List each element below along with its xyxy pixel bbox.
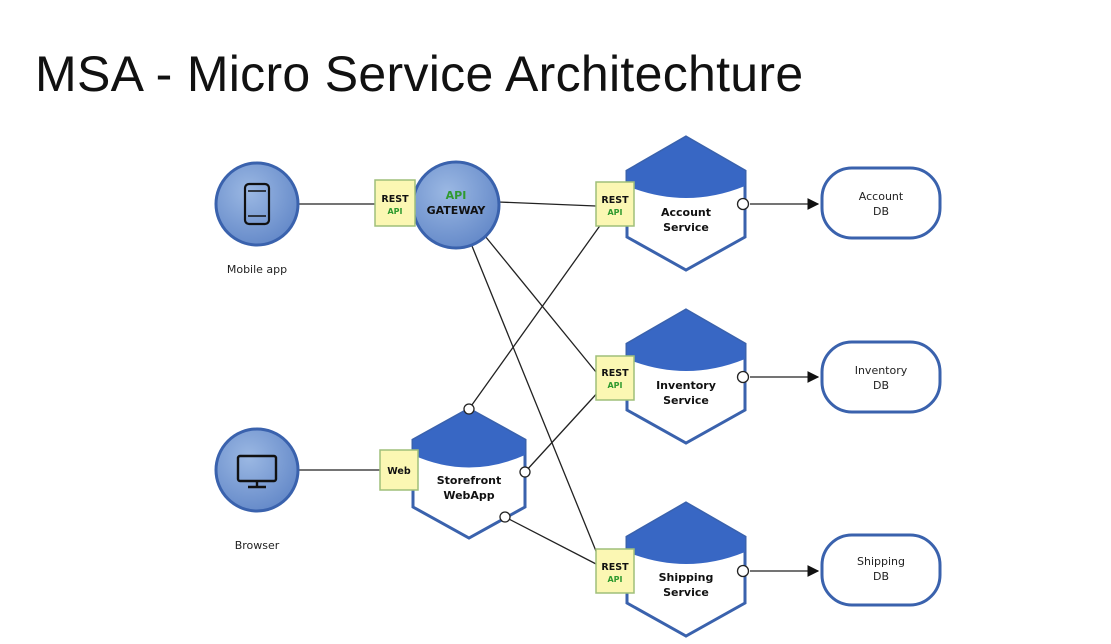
rest-label: REST [601,195,629,206]
storefront-to-account-line [468,219,605,410]
web-label: Web [387,466,411,477]
shipping-service-label-2: Service [663,586,709,599]
monitor-icon [236,454,278,489]
storefront-bottom-port [499,511,511,523]
storefront-label-2: WebApp [443,489,494,502]
rest-label: REST [601,368,629,379]
shipping-port [736,564,750,578]
connections [298,198,820,577]
api-label: API [607,381,622,390]
storefront-to-shipping-line [504,516,599,566]
shipping-rest-api-box: REST API [595,548,635,594]
account-port [736,197,750,211]
connector-ports [463,197,750,578]
rest-label: REST [601,562,629,573]
account-db-node: Account DB [820,166,942,240]
browser-node: Browser [214,427,300,552]
storefront-label-1: Storefront [437,474,501,487]
inventory-service-label-1: Inventory [656,379,716,392]
storefront-webapp-node: Storefront WebApp [411,407,527,540]
storefront-to-inventory-line [524,389,601,473]
rest-label: REST [381,194,409,205]
account-service-label-2: Service [663,221,709,234]
gateway-to-account-line [497,201,597,207]
gateway-to-inventory-line [484,235,597,373]
account-db-label-1: Account [859,190,904,203]
account-service-node: Account Service [625,135,747,272]
gateway-label: GATEWAY [427,204,487,217]
shipping-db-node: Shipping DB [820,533,942,607]
shipping-db-label-1: Shipping [857,555,905,568]
api-label: API [387,207,402,216]
shipping-service-node: Shipping Service [625,501,747,638]
storefront-right-port [519,466,531,478]
browser-label: Browser [235,539,280,552]
slide-title: MSA - Micro Service Architechture [35,46,804,102]
inventory-service-node: Inventory Service [625,308,747,445]
account-rest-api-box: REST API [595,181,635,227]
gateway-to-shipping-line [471,245,599,557]
inventory-db-label-2: DB [873,379,889,392]
gateway-api-label: API [446,189,467,202]
account-service-label-1: Account [661,206,711,219]
storefront-web-box: Web [379,449,419,491]
inventory-service-label-2: Service [663,394,709,407]
inventory-port [736,370,750,384]
api-label: API [607,208,622,217]
shipping-db-label-2: DB [873,570,889,583]
inventory-db-node: Inventory DB [820,340,942,414]
api-label: API [607,575,622,584]
storefront-top-port [463,403,475,415]
account-db-label-2: DB [873,205,889,218]
gateway-rest-api-box: REST API [374,179,416,227]
mobile-app-label: Mobile app [227,263,287,276]
smartphone-icon [243,182,271,226]
inventory-rest-api-box: REST API [595,355,635,401]
mobile-app-node: Mobile app [214,161,300,276]
shipping-service-label-1: Shipping [659,571,714,584]
inventory-db-label-1: Inventory [855,364,908,377]
api-gateway-node: API GATEWAY [411,160,501,250]
